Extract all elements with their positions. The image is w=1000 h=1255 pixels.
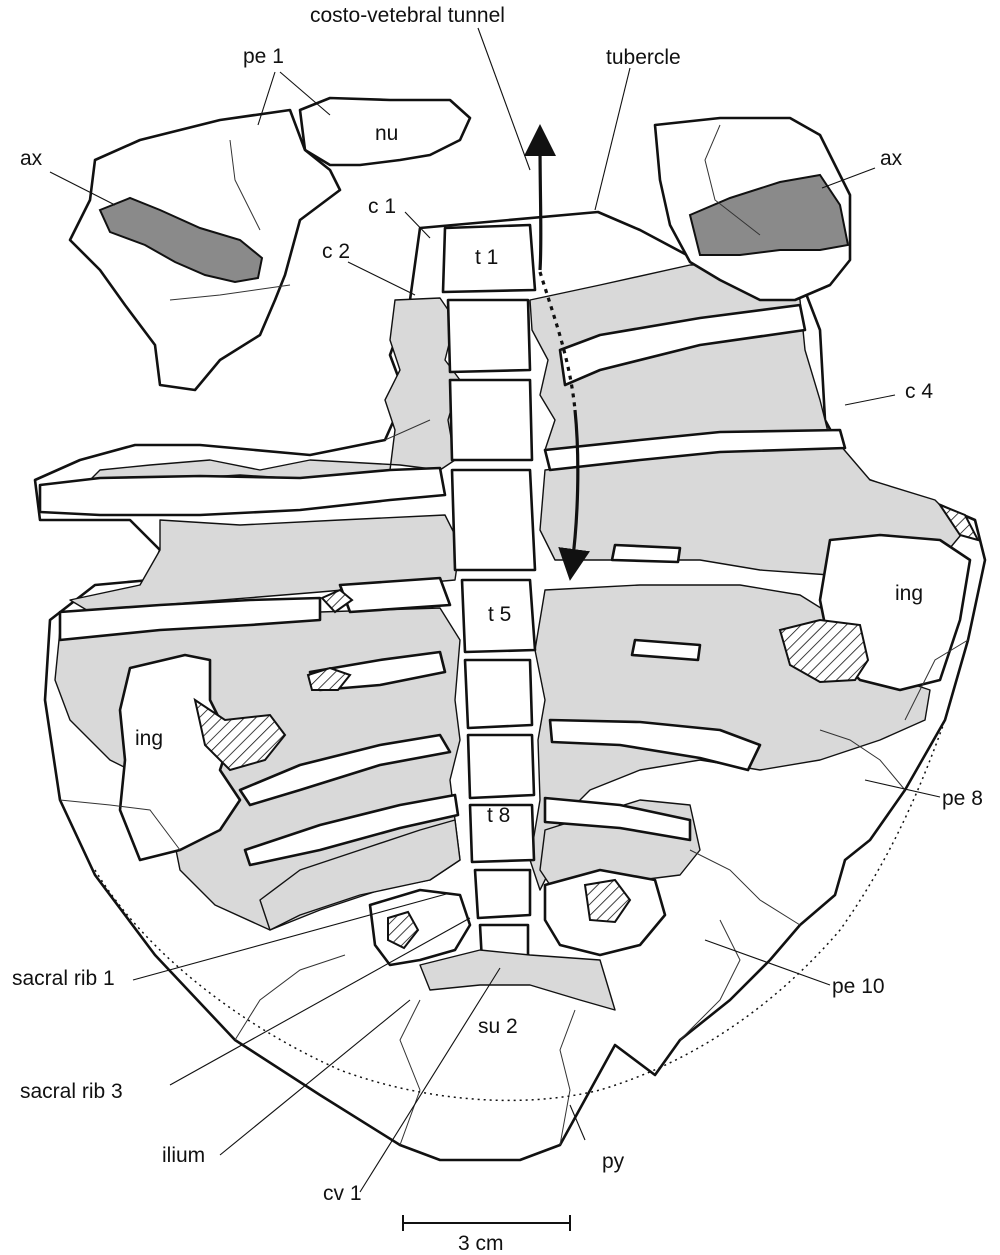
label-sacral-rib-3: sacral rib 3: [20, 1080, 123, 1103]
scale-bar: 3 cm: [403, 1215, 570, 1255]
label-ax-right: ax: [880, 147, 903, 170]
label-nu: nu: [375, 122, 398, 145]
label-c2: c 2: [322, 240, 350, 263]
label-su2: su 2: [478, 1015, 518, 1038]
rib-bar-right-3: [612, 545, 680, 562]
label-pe8: pe 8: [942, 787, 983, 810]
label-t1: t 1: [475, 246, 498, 269]
label-costo-vetebral-tunnel: costo-vetebral tunnel: [310, 4, 505, 27]
scale-bar-label: 3 cm: [458, 1232, 504, 1255]
label-tubercle: tubercle: [606, 46, 681, 69]
label-pe1: pe 1: [243, 45, 284, 68]
label-pe10: pe 10: [832, 975, 885, 998]
label-ilium: ilium: [162, 1144, 205, 1167]
rib-bar-right-4: [632, 640, 700, 660]
tunnel-arrow-solid-top: [540, 140, 541, 270]
label-c4: c 4: [905, 380, 933, 403]
label-t5: t 5: [488, 603, 511, 626]
label-ax-left: ax: [20, 147, 43, 170]
label-c1: c 1: [368, 195, 396, 218]
label-sacral-rib-1: sacral rib 1: [12, 967, 115, 990]
rib-bar-left-3: [340, 578, 450, 612]
label-t8: t 8: [487, 804, 510, 827]
label-ing-left: ing: [135, 727, 163, 750]
label-cv1: cv 1: [323, 1182, 362, 1205]
label-py: py: [602, 1150, 625, 1173]
label-ing-right: ing: [895, 582, 923, 605]
